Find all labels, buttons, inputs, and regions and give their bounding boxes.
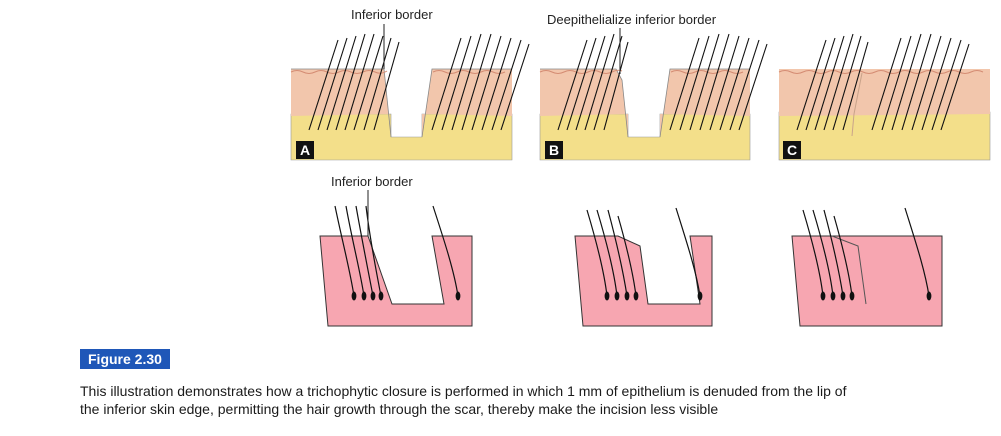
illustration: Inferior border Deepithelialize inferior… [290,7,991,327]
panel-b-diagram [539,28,768,161]
panel-letter-c: C [783,141,801,159]
panel-b-bottom-diagram [574,207,713,327]
panel-letter-a: A [296,141,314,159]
panel-a-diagram [290,24,530,161]
caption-line-2: the inferior skin edge, permitting the h… [80,401,719,417]
figure-caption: This illustration demonstrates how a tri… [80,382,980,418]
caption-line-1: This illustration demonstrates how a tri… [80,383,847,399]
panel-a-bottom-diagram [319,190,473,327]
panel-letter-b: B [545,141,563,159]
panel-c-diagram [778,33,991,161]
label-inferior-border-top: Inferior border [351,7,433,22]
illustration-svg [290,24,991,327]
panel-c-bottom-diagram [791,207,943,327]
label-deepithelialize: Deepithelialize inferior border [547,12,717,27]
label-inferior-border-bottom: Inferior border [331,174,413,189]
figure-number-badge: Figure 2.30 [80,349,170,369]
